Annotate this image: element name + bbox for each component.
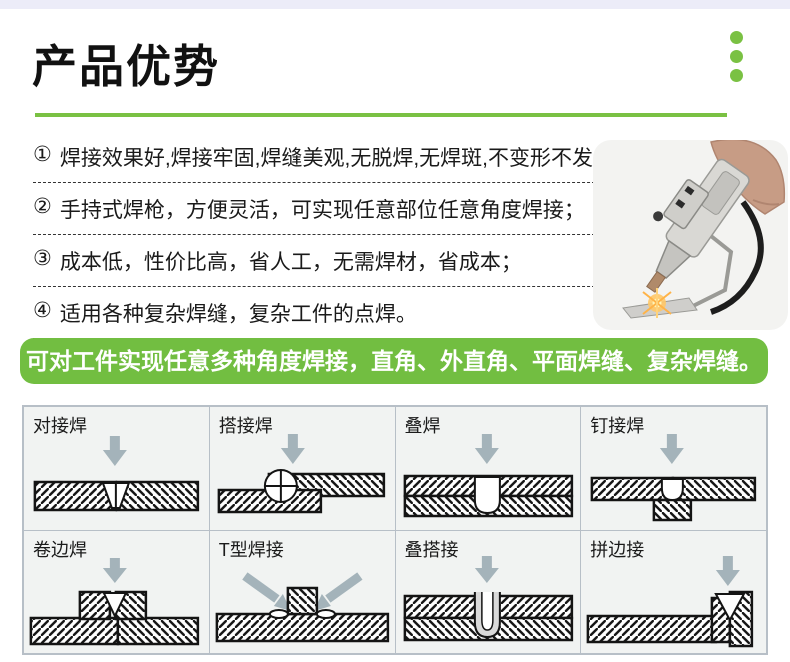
nozzle-bracket	[688, 234, 734, 310]
weld-cell-label: 卷边焊	[33, 539, 87, 560]
down-arrow-icon	[660, 434, 685, 464]
weld-cell-label: 叠焊	[404, 416, 441, 436]
down-arrow-icon	[474, 434, 499, 464]
down-arrow-icon	[280, 434, 305, 464]
advantage-number: ①	[33, 143, 52, 166]
weld-types-grid: 对接焊 搭接焊 叠焊	[22, 405, 768, 655]
advantage-item-4: ④ 适用各种复杂焊缝，复杂工件的点焊。	[33, 296, 615, 339]
advantage-number: ②	[33, 195, 52, 218]
weld-cell-label: T型焊接	[218, 539, 284, 560]
advantage-text: 适用各种复杂焊缝，复杂工件的点焊。	[59, 303, 417, 326]
power-cable	[709, 200, 764, 315]
ellipsis-dots-icon	[728, 31, 744, 82]
weld-cell-stack-lap-joint: 叠搭接	[395, 530, 581, 653]
diagonal-arrow-icon	[324, 571, 363, 603]
t-joint-diagram	[215, 571, 389, 642]
down-arrow-icon	[102, 436, 127, 466]
down-arrow-icon	[474, 555, 499, 583]
weld-cell-t-joint: T型焊接	[209, 530, 395, 653]
down-arrow-icon	[102, 557, 127, 583]
weld-cell-stack-weld: 叠焊	[395, 407, 581, 530]
top-accent-bar	[0, 0, 790, 9]
advantage-number: ③	[33, 247, 52, 270]
advantage-number: ④	[33, 299, 52, 322]
stack-weld-diagram	[403, 434, 573, 518]
welding-gun-photo	[593, 138, 788, 330]
weld-cell-lap-joint: 搭接焊	[209, 407, 395, 530]
capability-banner: 可对工件实现任意多种角度焊接，直角、外直角、平面焊缝、复杂焊缝。	[20, 338, 768, 384]
advantage-item-3: ③ 成本低，性价比高，省人工，无需焊材，省成本；	[33, 244, 615, 287]
weld-cell-flange-weld: 卷边焊	[24, 530, 209, 653]
weld-cell-label: 对接焊	[33, 416, 87, 436]
weld-cell-edge-joint: 拼边接	[581, 530, 766, 653]
advantage-text: 手持式焊枪，方便灵活，可实现任意部位任意角度焊接；	[59, 199, 585, 222]
rivet-weld-diagram	[590, 434, 757, 522]
weld-cell-label: 钉接焊	[590, 416, 645, 436]
advantage-text: 焊接效果好,焊接牢固,焊缝美观,无脱焊,无焊斑,不变形不发黑；	[59, 147, 635, 170]
weld-cell-label: 叠搭接	[404, 539, 459, 560]
advantage-text: 成本低，性价比高，省人工，无需焊材，省成本；	[59, 251, 522, 274]
advantage-item-1: ① 焊接效果好,焊接牢固,焊缝美观,无脱焊,无焊斑,不变形不发黑；	[33, 140, 635, 183]
page-title: 产品优势	[32, 41, 221, 92]
flange-weld-diagram	[29, 557, 200, 645]
weld-cell-rivet-weld: 钉接焊	[581, 407, 766, 530]
welding-gun-illustration	[593, 138, 788, 330]
down-arrow-icon	[716, 555, 741, 586]
title-underline	[35, 113, 727, 117]
gun-body	[646, 158, 750, 293]
diagonal-arrow-icon	[241, 571, 280, 603]
weld-cell-label: 拼边接	[590, 539, 645, 560]
butt-joint-diagram	[33, 436, 200, 512]
weld-cell-label: 搭接焊	[218, 416, 273, 436]
edge-joint-diagram	[586, 555, 754, 647]
lap-joint-diagram	[217, 434, 385, 514]
weld-spark	[622, 288, 698, 319]
advantage-item-2: ② 手持式焊枪，方便灵活，可实现任意部位任意角度焊接；	[33, 192, 615, 235]
weld-cell-butt-joint: 对接焊	[24, 407, 209, 530]
stack-lap-joint-diagram	[403, 555, 573, 641]
advantage-list: ① 焊接效果好,焊接牢固,焊缝美观,无脱焊,无焊斑,不变形不发黑； ② 手持式焊…	[33, 140, 635, 348]
